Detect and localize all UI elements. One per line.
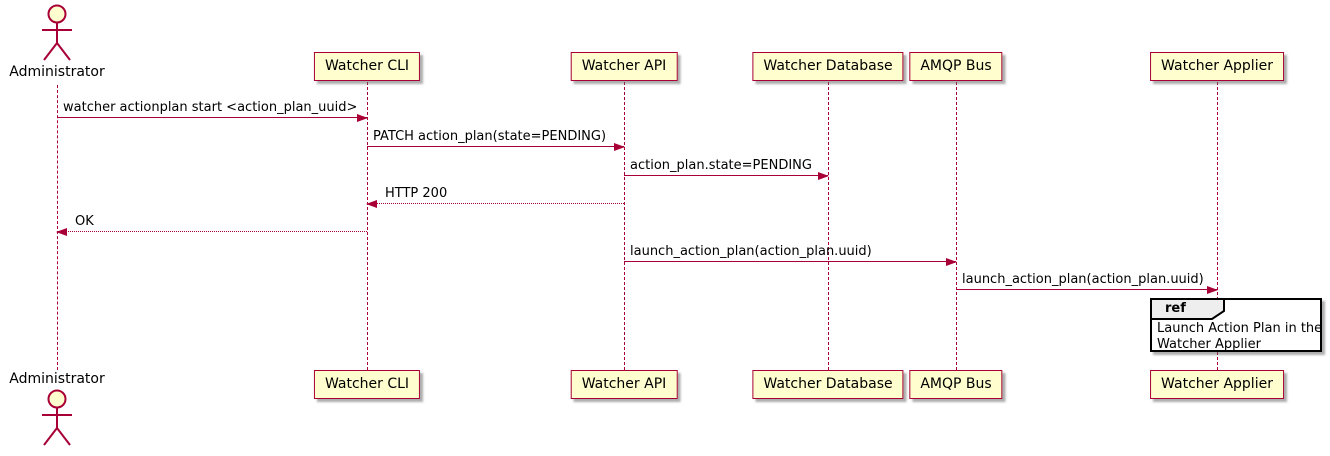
participant-watcher-api-bottom: Watcher API [570,370,678,400]
message-label: launch_action_plan(action_plan.uuid) [962,272,1204,287]
lifeline-administrator [57,85,58,370]
participant-watcher-api-top: Watcher API [570,52,678,82]
lifeline-watcher-applier [1217,82,1218,370]
arrowhead-left-icon [366,200,377,208]
participant-watcher-applier-bottom: Watcher Applier [1150,370,1284,400]
message-launch-action-plan-applier: launch_action_plan(action_plan.uuid) [956,271,1218,294]
message-label: HTTP 200 [385,186,448,201]
message-launch-action-plan-amqp: launch_action_plan(action_plan.uuid) [624,243,957,266]
lifeline-amqp-bus [956,82,957,370]
arrowhead-right-icon [614,143,625,151]
participant-watcher-cli-bottom: Watcher CLI [313,370,421,400]
participant-watcher-applier-top: Watcher Applier [1150,52,1284,82]
message-label: action_plan.state=PENDING [630,158,812,173]
arrowhead-right-icon [946,258,957,266]
ref-header-shape [1151,299,1225,320]
actor-label-administrator-top: Administrator [9,64,105,80]
lifeline-watcher-database [828,82,829,370]
participant-watcher-database-top: Watcher Database [752,52,904,82]
arrowhead-right-icon [818,172,829,180]
administrator-actor-icon [42,4,72,61]
message-label: watcher actionplan start <action_plan_uu… [63,100,358,115]
message-line [956,289,1217,290]
message-patch-action-plan: PATCH action_plan(state=PENDING) [367,128,625,151]
administrator-actor-icon-bottom [42,389,72,446]
message-line [57,231,367,232]
participant-amqp-bus-top: AMQP Bus [909,52,1003,82]
arrowhead-right-icon [1207,286,1218,294]
message-line [367,203,624,204]
participant-watcher-cli-top: Watcher CLI [313,52,421,82]
actor-label-administrator-bottom: Administrator [9,371,105,387]
ref-body-line2: Watcher Applier [1157,337,1261,352]
message-line [624,175,828,176]
message-ok: OK [56,213,367,236]
participant-amqp-bus-bottom: AMQP Bus [909,370,1003,400]
message-line [624,261,956,262]
ref-fragment: ref Launch Action Plan in the Watcher Ap… [1150,298,1322,352]
ref-body-line1: Launch Action Plan in the [1157,321,1323,336]
message-label: launch_action_plan(action_plan.uuid) [630,244,872,259]
arrowhead-left-icon [56,228,67,236]
arrowhead-right-icon [357,114,368,122]
message-line [367,146,624,147]
lifeline-watcher-cli [367,82,368,370]
lifeline-watcher-api [624,82,625,370]
ref-body: Launch Action Plan in the Watcher Applie… [1157,321,1322,353]
message-start-actionplan: watcher actionplan start <action_plan_uu… [57,99,368,122]
message-line [57,117,367,118]
message-label: OK [75,214,94,229]
message-state-pending: action_plan.state=PENDING [624,157,829,180]
ref-keyword: ref [1165,301,1186,316]
message-label: PATCH action_plan(state=PENDING) [373,129,607,144]
message-http-200: HTTP 200 [366,185,624,208]
participant-watcher-database-bottom: Watcher Database [752,370,904,400]
